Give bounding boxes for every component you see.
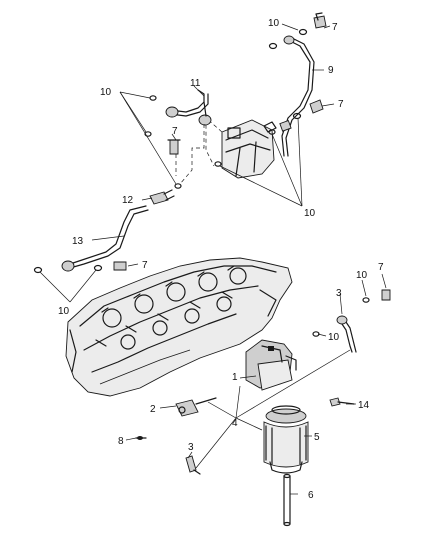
callout-7: 7 [338,99,344,110]
washer-10-top-a [298,28,308,36]
return-line-3-upper [336,315,357,353]
callout-8: 8 [118,436,124,447]
sensor-2 [175,397,217,417]
callout-9: 9 [328,65,334,76]
washer-10-ul-b [144,131,152,137]
callout-12: 12 [122,195,134,206]
filter-head-bracket-upper [205,117,277,179]
fuel-filter-element-5 [263,405,309,474]
callout-1: 1 [232,372,238,383]
callout-10: 10 [100,87,112,98]
callout-6: 6 [308,490,314,501]
engine-cylinder-head [65,257,293,397]
callout-10: 10 [356,270,368,281]
fuel-line-11 [165,89,212,126]
drain-tube-6 [283,473,291,527]
callout-4: 4 [232,418,238,429]
callout-7: 7 [332,22,338,33]
dashed-route-upper [179,124,205,185]
callout-11: 11 [190,78,201,89]
callout-13: 13 [72,236,84,247]
fuel-tube-9 [279,35,315,157]
callout-2: 2 [150,404,156,415]
callout-7: 7 [172,126,178,137]
callout-14: 14 [358,400,370,411]
plug-8 [135,436,147,440]
washer-10-ll-a [33,266,43,274]
washer-10-right-a [362,297,370,303]
washer-10-bracket-b [214,161,222,167]
fitting-12 [149,189,175,205]
callout-labels: 7 10 9 7 10 11 7 10 12 13 7 10 10 7 3 10… [58,18,384,501]
callout-10: 10 [268,18,280,29]
callout-10: 10 [304,208,316,219]
callout-3: 3 [188,442,194,453]
banjo-bolt-7-top [313,12,327,29]
banjo-bolt-7-mid-right [309,99,324,114]
banjo-bolt-7-right [381,289,391,301]
washer-10-ul-c [174,183,182,189]
washer-10-ll-b [93,264,103,272]
washer-10-mid-right [292,112,302,120]
washer-10-top-b [268,42,278,50]
fuel-line-13 [61,205,149,272]
callout-3: 3 [336,288,342,299]
leader-lines [39,23,387,495]
bolt-14 [329,397,355,407]
banjo-bolt-7-upper-left [167,139,181,155]
drain-line-3-lower [185,455,201,475]
banjo-bolt-7-lower-left [113,261,127,271]
callout-10: 10 [328,332,340,343]
fuel-filter-head-1 [245,339,297,391]
callout-7: 7 [378,262,384,273]
washer-10-ul-a [149,95,157,101]
callout-10: 10 [58,306,70,317]
callout-5: 5 [314,432,320,443]
callout-7: 7 [142,260,148,271]
